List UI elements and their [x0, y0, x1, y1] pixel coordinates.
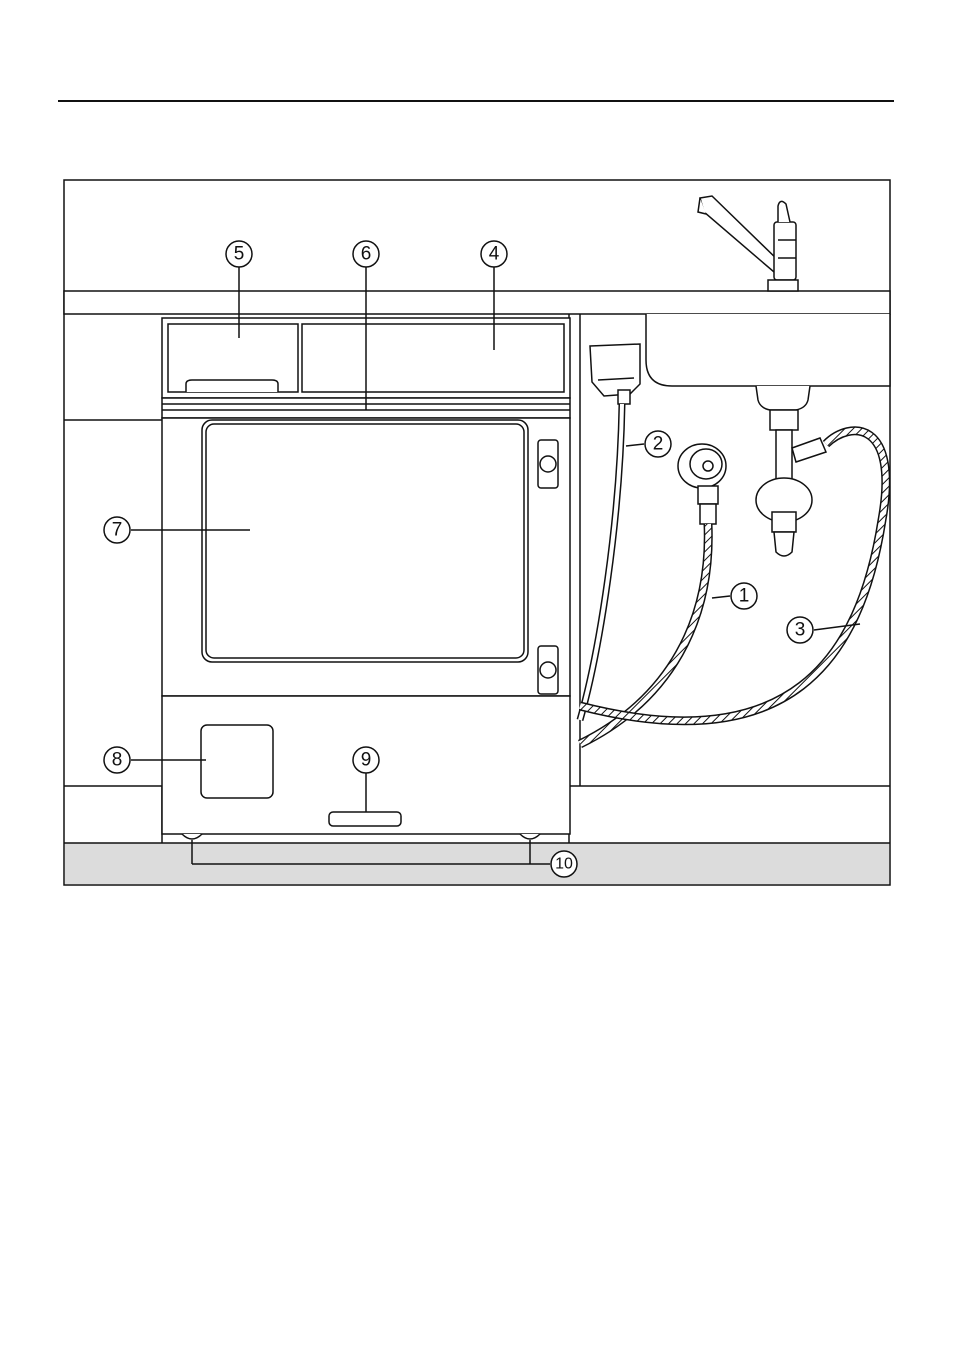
svg-text:4: 4: [489, 244, 500, 265]
svg-text:2: 2: [653, 434, 664, 455]
svg-text:7: 7: [112, 520, 123, 541]
callout-4: 4: [481, 241, 507, 267]
svg-text:5: 5: [234, 244, 245, 265]
service-panel: [201, 725, 273, 798]
svg-text:10: 10: [555, 856, 573, 873]
callout-5: 5: [226, 241, 252, 267]
callout-8: 8: [104, 747, 130, 773]
callout-3: 3: [787, 617, 813, 643]
callout-6: 6: [353, 241, 379, 267]
svg-text:9: 9: [361, 750, 372, 771]
svg-text:8: 8: [112, 750, 123, 771]
callout-1: 1: [731, 583, 757, 609]
callout-10: 10: [551, 851, 577, 877]
compartment-4: [302, 324, 564, 392]
svg-text:6: 6: [361, 244, 372, 265]
callout-7: 7: [104, 517, 130, 543]
callout-9: 9: [353, 747, 379, 773]
callout-2: 2: [645, 431, 671, 457]
svg-text:1: 1: [739, 586, 750, 607]
countertop: [64, 291, 890, 314]
kick-handle: [329, 812, 401, 826]
svg-text:3: 3: [795, 620, 806, 641]
